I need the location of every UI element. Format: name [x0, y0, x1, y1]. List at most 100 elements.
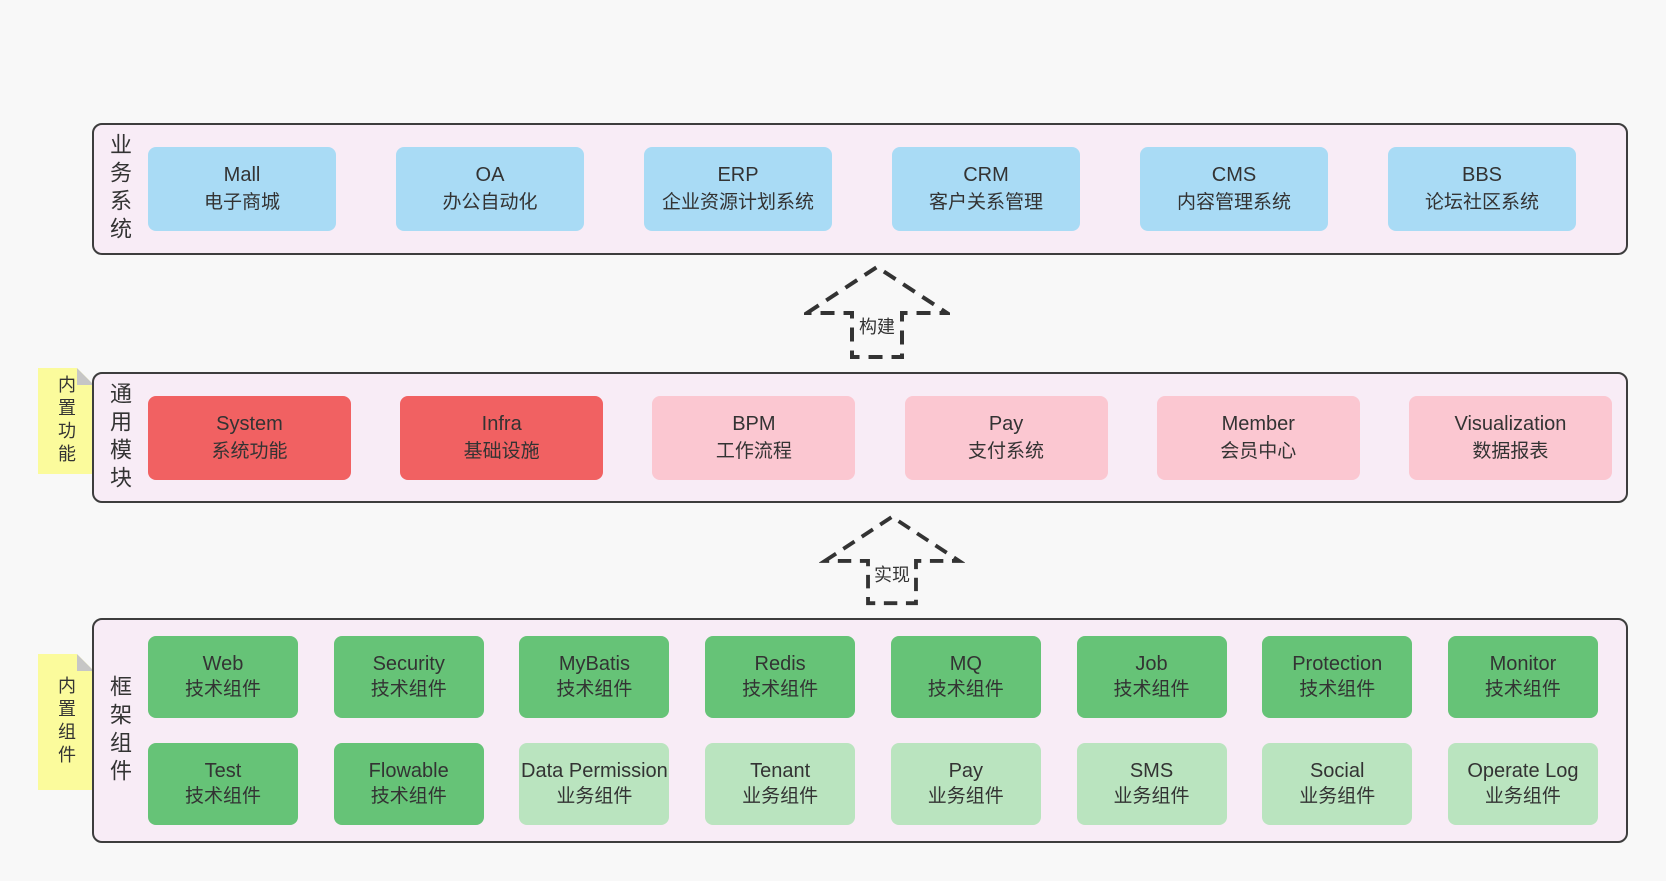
box-title: Infra: [481, 412, 522, 435]
box-subtitle: 技术组件: [927, 679, 1004, 700]
box-subtitle: 数据报表: [1472, 440, 1549, 462]
dashed-up-arrow-icon: [804, 264, 950, 359]
band-label: 业务系统: [107, 133, 132, 245]
arrow-label: 构建: [856, 312, 898, 339]
box-title: Job: [1135, 653, 1168, 675]
box-title: Tenant: [750, 760, 811, 782]
diagram-box-social: Social 业务组件: [1262, 743, 1413, 825]
diagram-box-member: Member 会员中心: [1156, 395, 1360, 480]
diagram-box-pay: Pay 支付系统: [904, 395, 1108, 480]
implement-arrow: 实现: [819, 513, 965, 607]
diagram-box-redis: Redis 技术组件: [705, 636, 856, 718]
box-subtitle: 业务组件: [1299, 786, 1376, 807]
box-title: MQ: [949, 653, 982, 675]
box-subtitle: 会员中心: [1220, 440, 1297, 462]
diagram-box-infra: Infra 基础设施: [400, 395, 604, 480]
diagram-box-mybatis: MyBatis 技术组件: [519, 636, 670, 718]
box-subtitle: 业务组件: [1113, 786, 1190, 807]
box-subtitle: 业务组件: [742, 786, 819, 807]
diagram-box-cms: CMS 内容管理系统: [1140, 147, 1328, 231]
box-title: Pay: [988, 412, 1024, 435]
box-title: Web: [202, 653, 244, 675]
box-subtitle: 技术组件: [184, 679, 261, 700]
box-subtitle: 技术组件: [742, 679, 819, 700]
box-subtitle: 支付系统: [968, 440, 1045, 462]
box-subtitle: 技术组件: [370, 786, 447, 807]
box-subtitle: 论坛社区系统: [1424, 192, 1539, 213]
diagram-box-pay: Pay 业务组件: [890, 743, 1041, 825]
box-title: CMS: [1211, 164, 1257, 186]
box-title: Protection: [1292, 653, 1383, 675]
sticky-note-label: 内置功能: [56, 375, 76, 467]
band-common-modules: 通用模块 System 系统功能 Infra 基础设施 BPM 工作流程 Pay 支付系统 Me…: [92, 372, 1628, 503]
box-title: ERP: [717, 164, 759, 186]
box-subtitle: 电子商城: [203, 192, 280, 213]
diagram-box-data-permission: Data Permission 业务组件: [519, 743, 670, 825]
box-title: Member: [1221, 412, 1295, 435]
diagram-box-visualization: Visualization 数据报表: [1408, 395, 1612, 480]
sticky-note-label: 内置组件: [56, 676, 76, 768]
box-subtitle: 技术组件: [184, 786, 261, 807]
box-subtitle: 业务组件: [927, 786, 1004, 807]
business-systems-boxes: Mall 电子商城 OA 办公自动化 ERP 企业资源计划系统 CRM 客户关系管理 CMS 内容…: [148, 147, 1576, 231]
box-title: BBS: [1461, 164, 1503, 186]
band-business-systems: 业务系统 Mall 电子商城 OA 办公自动化 ERP 企业资源计划系统 CRM 客户关系管理…: [92, 123, 1628, 255]
box-title: OA: [475, 164, 505, 186]
diagram-box-job: Job 技术组件: [1076, 636, 1227, 718]
box-title: Monitor: [1489, 653, 1557, 675]
diagram-box-tenant: Tenant 业务组件: [705, 743, 856, 825]
box-title: Redis: [754, 653, 806, 675]
box-subtitle: 内容管理系统: [1176, 192, 1291, 213]
box-subtitle: 技术组件: [1484, 679, 1561, 700]
box-title: Pay: [948, 760, 984, 782]
diagram-box-crm: CRM 客户关系管理: [892, 147, 1080, 231]
box-title: SMS: [1129, 760, 1174, 782]
box-subtitle: 企业资源计划系统: [661, 192, 814, 213]
diagram-box-monitor: Monitor 技术组件: [1447, 636, 1598, 718]
box-title: Test: [204, 760, 242, 782]
box-subtitle: 技术组件: [370, 679, 447, 700]
box-title: Social: [1309, 760, 1365, 782]
box-title: BPM: [732, 412, 776, 435]
box-subtitle: 系统功能: [211, 440, 288, 462]
box-title: Data Permission: [521, 760, 668, 782]
box-subtitle: 业务组件: [556, 786, 633, 807]
box-subtitle: 工作流程: [715, 440, 792, 462]
dashed-up-arrow-icon: [819, 514, 965, 606]
sticky-note-builtin-features: 内置功能: [38, 368, 94, 474]
diagram-box-mq: MQ 技术组件: [890, 636, 1041, 718]
box-subtitle: 业务组件: [1484, 786, 1561, 807]
box-subtitle: 技术组件: [556, 679, 633, 700]
diagram-box-bbs: BBS 论坛社区系统: [1388, 147, 1576, 231]
diagram-box-mall: Mall 电子商城: [148, 147, 336, 231]
diagram-box-bpm: BPM 工作流程: [652, 395, 856, 480]
box-subtitle: 技术组件: [1299, 679, 1376, 700]
box-subtitle: 基础设施: [463, 440, 540, 462]
diagram-box-system: System 系统功能: [148, 395, 351, 480]
box-title: Visualization: [1454, 412, 1567, 435]
box-title: MyBatis: [558, 653, 630, 675]
diagram-box-test: Test 技术组件: [148, 743, 298, 825]
diagram-box-web: Web 技术组件: [148, 636, 298, 718]
diagram-box-erp: ERP 企业资源计划系统: [644, 147, 832, 231]
box-title: System: [216, 412, 283, 435]
band-label: 通用模块: [107, 381, 132, 494]
band-label: 框架组件: [107, 674, 132, 787]
box-subtitle: 技术组件: [1113, 679, 1190, 700]
diagram-box-flowable: Flowable 技术组件: [333, 743, 484, 825]
common-modules-boxes: System 系统功能 Infra 基础设施 BPM 工作流程 Pay 支付系统 Member 会…: [148, 395, 1612, 480]
box-title: Operate Log: [1467, 760, 1579, 782]
box-subtitle: 客户关系管理: [928, 192, 1043, 213]
box-subtitle: 办公自动化: [442, 192, 538, 213]
box-title: Flowable: [368, 760, 449, 782]
diagram-box-oa: OA 办公自动化: [396, 147, 584, 231]
box-title: CRM: [963, 164, 1009, 186]
arrow-label: 实现: [871, 560, 913, 587]
box-title: Mall: [223, 164, 261, 186]
diagram-box-sms: SMS 业务组件: [1076, 743, 1227, 825]
diagram-box-operate-log: Operate Log 业务组件: [1447, 743, 1598, 825]
